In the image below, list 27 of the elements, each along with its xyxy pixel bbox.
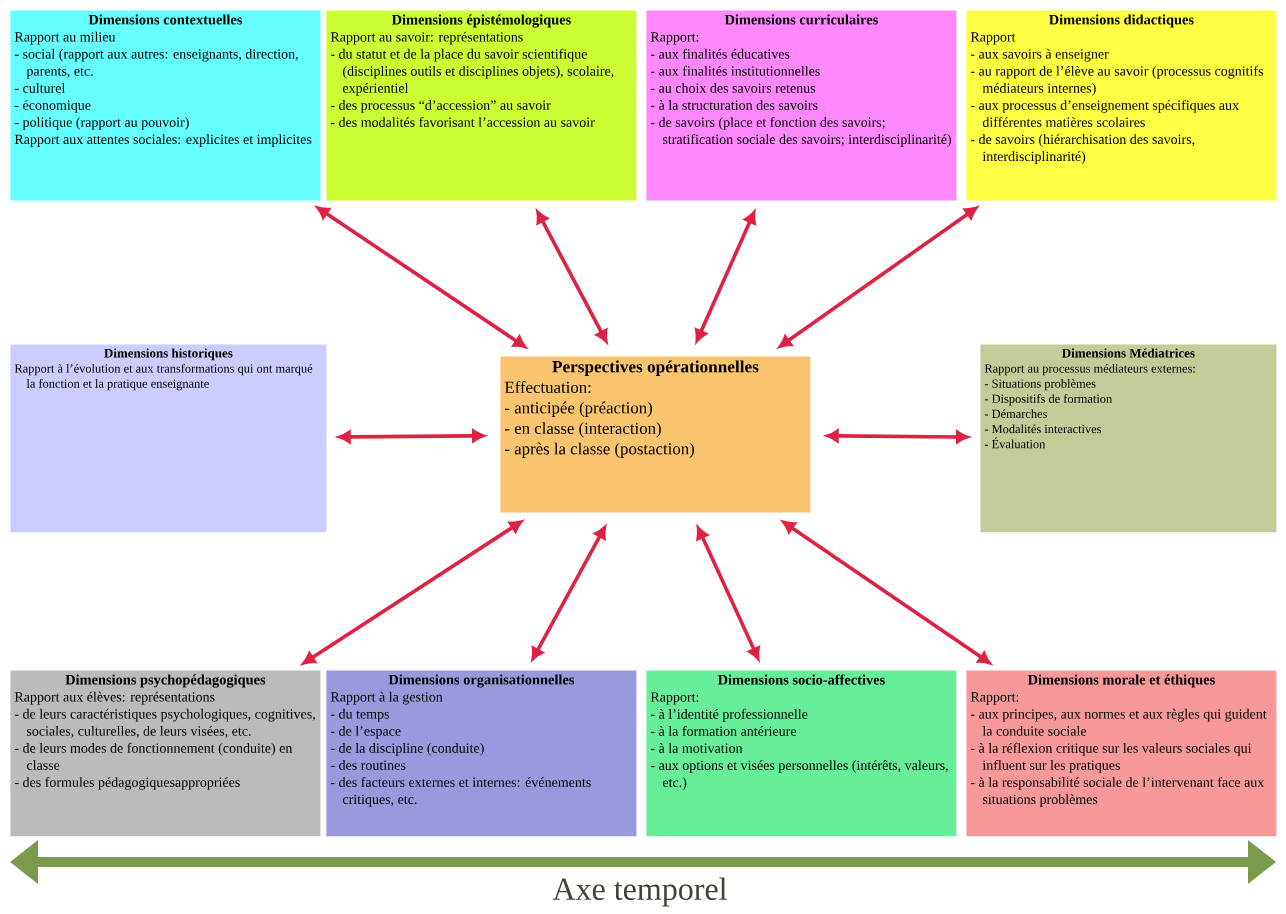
dimension-box bbox=[10, 344, 327, 533]
dimension-box bbox=[326, 670, 637, 837]
arrow bbox=[695, 211, 756, 342]
arrow bbox=[782, 520, 991, 665]
arrow bbox=[302, 520, 523, 665]
central-box bbox=[500, 356, 811, 513]
arrow bbox=[778, 206, 978, 348]
arrow bbox=[696, 526, 760, 660]
arrow bbox=[338, 429, 485, 444]
dimension-box bbox=[966, 10, 1277, 201]
dimension-box bbox=[10, 10, 321, 201]
dimension-box bbox=[966, 670, 1277, 837]
dimension-box bbox=[646, 10, 957, 201]
dimension-box bbox=[980, 344, 1277, 533]
dimension-box bbox=[646, 670, 957, 837]
dimension-box bbox=[326, 10, 637, 201]
text-line: - après la classe (postaction) bbox=[505, 442, 694, 458]
dimension-box bbox=[10, 670, 321, 837]
arrow bbox=[531, 526, 607, 661]
arrow bbox=[536, 210, 608, 343]
arrow bbox=[316, 206, 527, 349]
axis-label: Axe temporel bbox=[552, 877, 727, 907]
text-line: - anticipée (préaction) bbox=[505, 401, 652, 417]
text-line: - en classe (interaction) bbox=[505, 422, 661, 438]
heading: Perspectives opérationnelles bbox=[552, 360, 759, 376]
arrow bbox=[826, 429, 969, 444]
text-line: Effectuation: bbox=[504, 381, 591, 394]
